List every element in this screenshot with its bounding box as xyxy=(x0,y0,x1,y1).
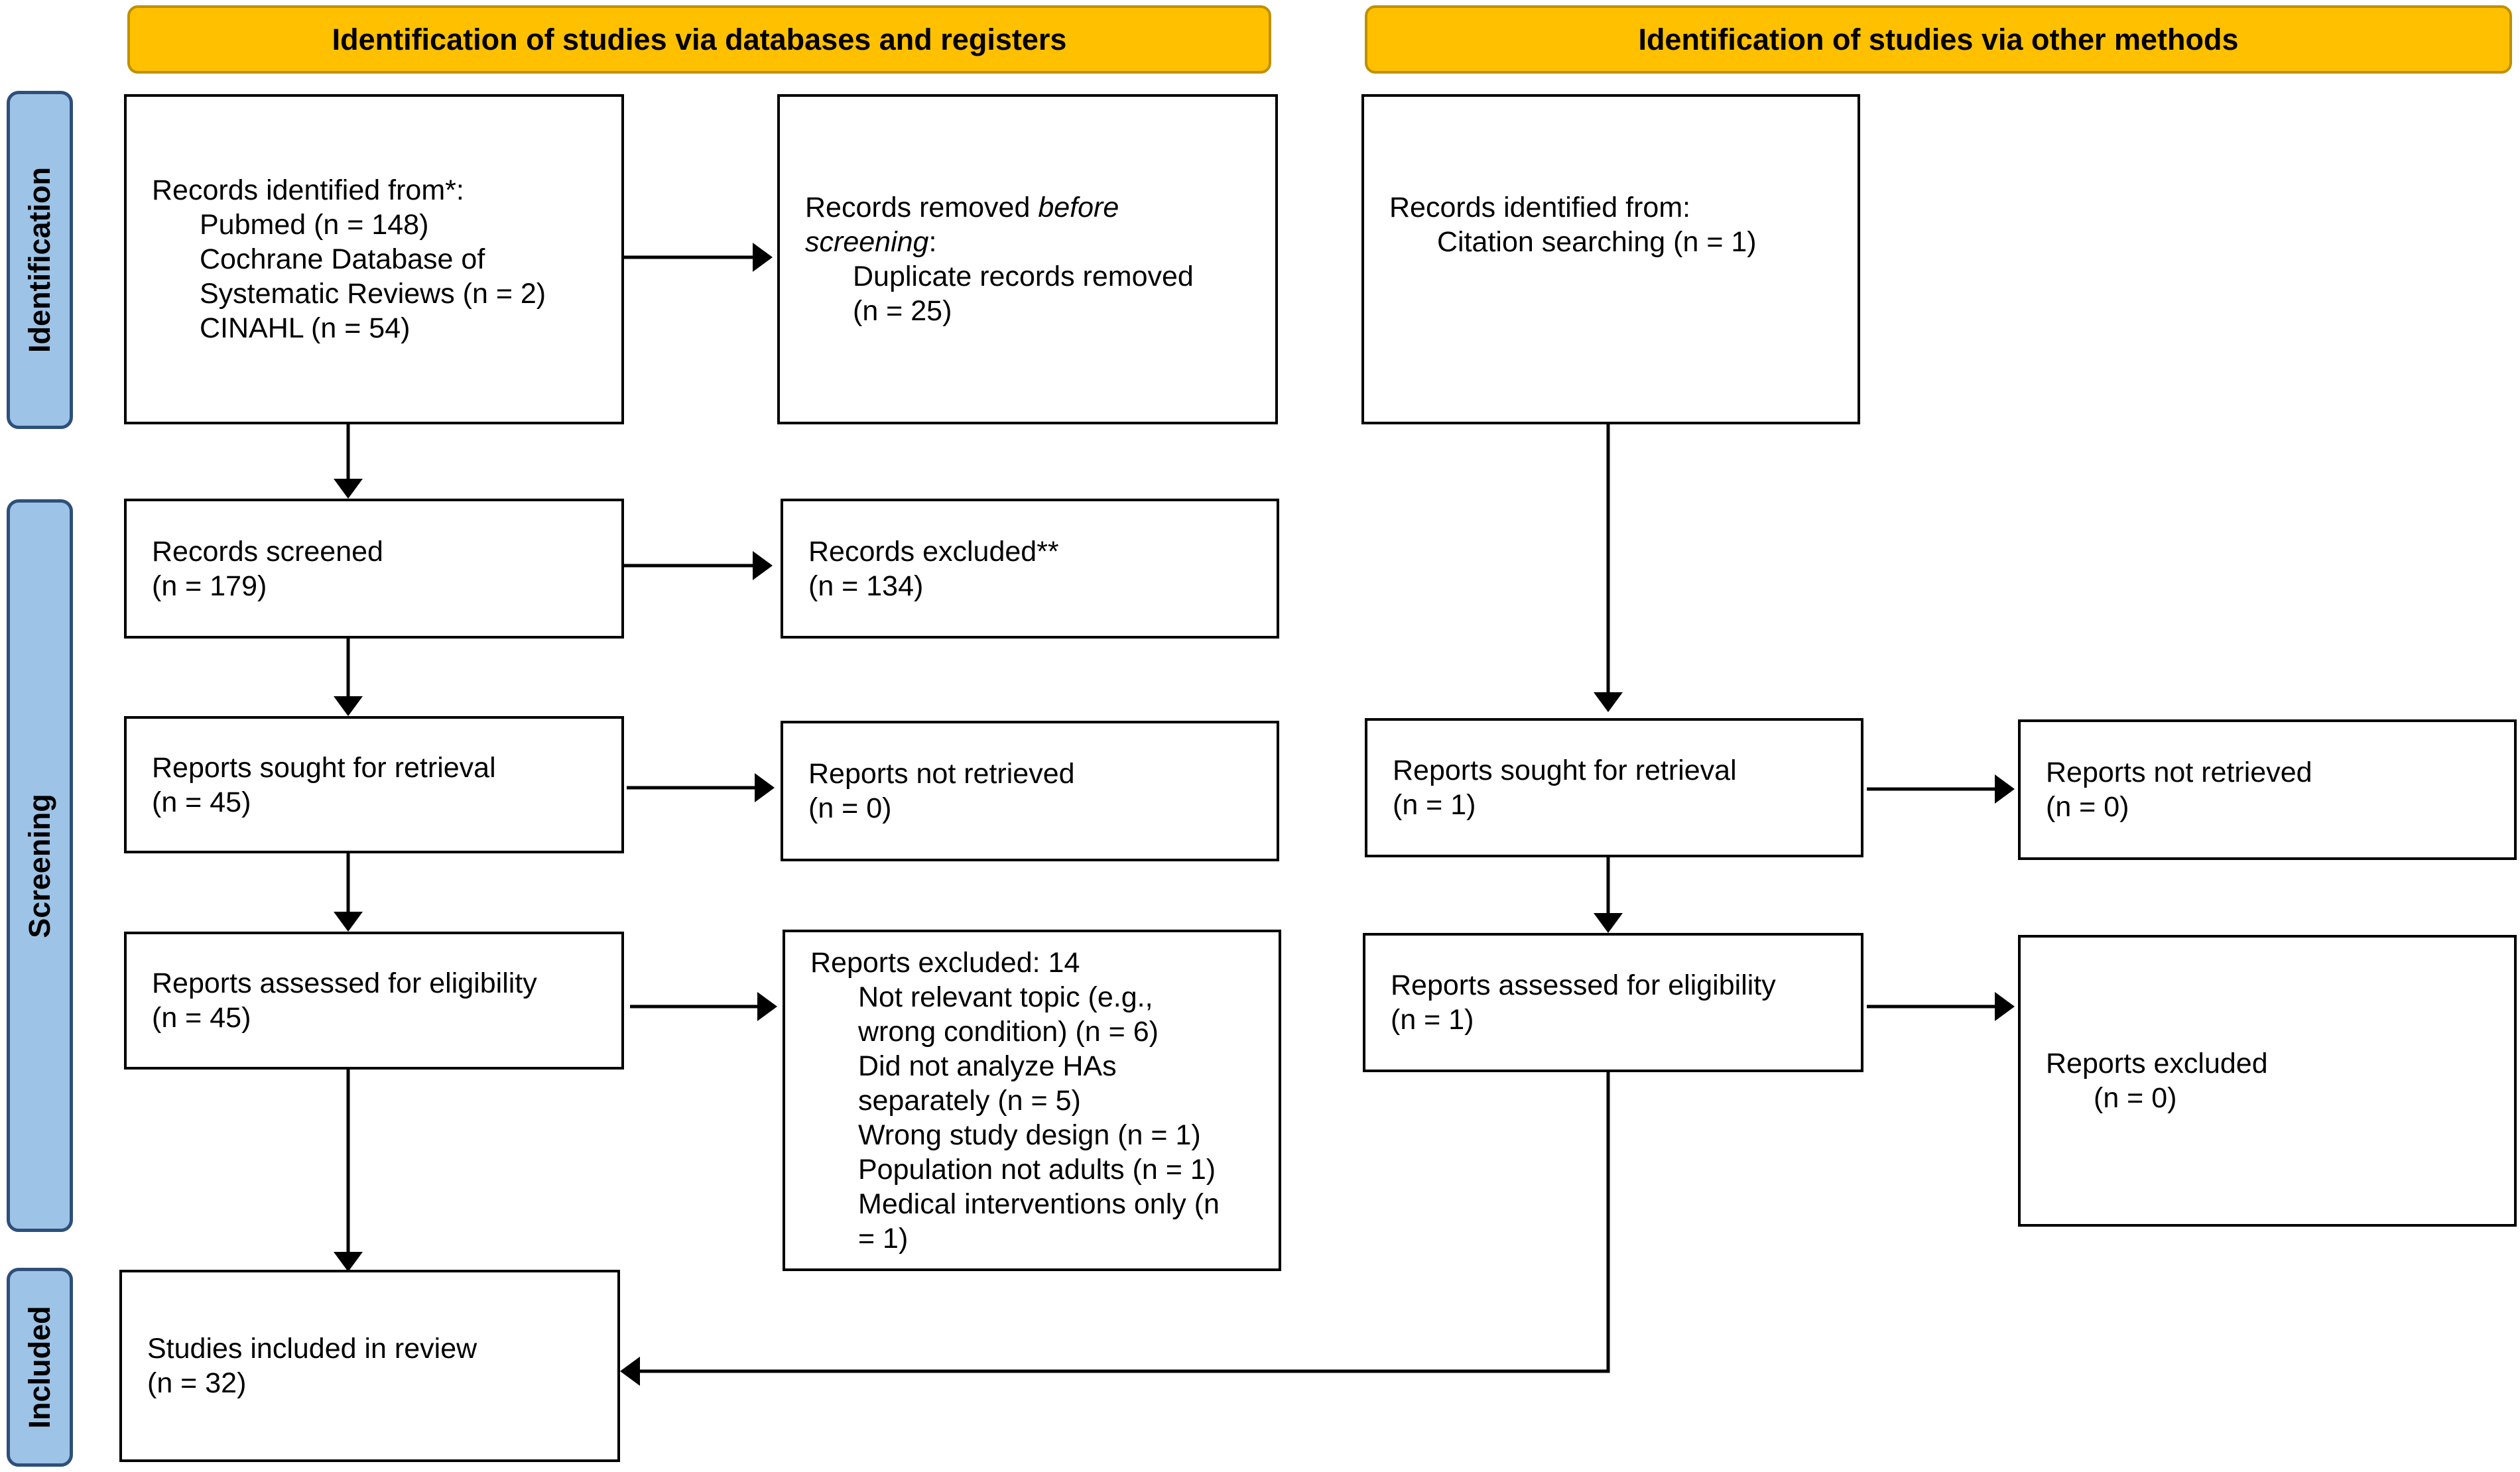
reports-assessed-count: (n = 45) xyxy=(152,1002,251,1034)
phase-included: Included xyxy=(7,1268,73,1467)
reports-excluded-line-1: Not relevant topic (e.g., xyxy=(858,981,1153,1013)
arrow-other-assessed-to-included xyxy=(638,1071,1610,1373)
reports-excluded-box: Reports excluded: 14 Not relevant topic … xyxy=(783,930,1281,1271)
arrowhead-12 xyxy=(1995,992,2015,1021)
other-records-identified-line: Citation searching (n = 1) xyxy=(1437,226,1757,258)
other-reports-not-retrieved-box: Reports not retrieved (n = 0) xyxy=(2018,719,2517,860)
records-screened-box: Records screened (n = 179) xyxy=(124,499,624,639)
arrowhead-3 xyxy=(334,912,363,932)
other-reports-assessed-title: Reports assessed for eligibility xyxy=(1391,969,1776,1001)
records-identified-line-3: Systematic Reviews (n = 2) xyxy=(200,278,546,310)
other-reports-sought-title: Reports sought for retrieval xyxy=(1393,755,1737,786)
other-reports-not-retrieved-title: Reports not retrieved xyxy=(2046,757,2312,788)
records-screened-title: Records screened xyxy=(152,535,383,568)
arrowhead-7 xyxy=(755,773,775,802)
records-removed-title-colon: : xyxy=(928,226,937,258)
records-removed-title-italic: before xyxy=(1038,192,1119,223)
other-reports-sought-box: Reports sought for retrieval (n = 1) xyxy=(1365,718,1863,857)
other-reports-assessed-box: Reports assessed for eligibility (n = 1) xyxy=(1363,933,1863,1072)
other-reports-assessed-count: (n = 1) xyxy=(1391,1004,1474,1036)
reports-excluded-line-2: wrong condition) (n = 6) xyxy=(858,1015,1159,1048)
reports-excluded-line-8: = 1) xyxy=(858,1222,909,1255)
other-records-identified-spacer xyxy=(1389,259,1832,328)
reports-assessed-box: Reports assessed for eligibility (n = 45… xyxy=(124,932,624,1070)
reports-sought-title: Reports sought for retrieval xyxy=(152,751,496,784)
phase-screening: Screening xyxy=(7,499,73,1232)
records-removed-line-1: Duplicate records removed xyxy=(853,261,1194,292)
reports-assessed-title: Reports assessed for eligibility xyxy=(152,967,537,999)
arrowhead-10 xyxy=(1594,913,1623,933)
reports-not-retrieved-box: Reports not retrieved (n = 0) xyxy=(781,721,1279,861)
reports-excluded-title: Reports excluded: 14 xyxy=(810,946,1080,979)
records-excluded-box: Records excluded** (n = 134) xyxy=(781,499,1279,639)
records-removed-box: Records removed before screening: Duplic… xyxy=(777,94,1278,424)
records-identified-line-4: CINAHL (n = 54) xyxy=(200,312,410,344)
arrowhead-11 xyxy=(1995,774,2015,804)
reports-sought-box: Reports sought for retrieval (n = 45) xyxy=(124,716,624,853)
records-removed-line-2: (n = 25) xyxy=(853,295,952,327)
records-excluded-title: Records excluded** xyxy=(808,535,1059,568)
reports-excluded-line-7: Medical interventions only (n xyxy=(858,1188,1220,1220)
arrowhead-2 xyxy=(334,696,363,716)
arrowhead-13 xyxy=(620,1357,640,1386)
records-removed-title-plain: Records removed xyxy=(805,192,1039,223)
phase-identification-label: Identification xyxy=(23,167,56,353)
other-records-identified-title: Records identified from: xyxy=(1389,192,1691,223)
arrowhead-6 xyxy=(753,551,773,580)
phase-identification: Identification xyxy=(7,91,73,429)
records-screened-count: (n = 179) xyxy=(152,570,267,602)
header-databases-label: Identification of studies via databases … xyxy=(332,22,1067,56)
phase-included-label: Included xyxy=(23,1306,56,1429)
other-records-identified-box: Records identified from: Citation search… xyxy=(1361,94,1860,424)
header-other-label: Identification of studies via other meth… xyxy=(1638,22,2239,56)
reports-excluded-line-3: Did not analyze HAs xyxy=(858,1050,1117,1082)
reports-not-retrieved-count: (n = 0) xyxy=(808,792,892,824)
other-reports-excluded-box: Reports excluded (n = 0) xyxy=(2018,935,2517,1227)
other-reports-sought-count: (n = 1) xyxy=(1393,789,1476,821)
studies-included-box: Studies included in review (n = 32) xyxy=(119,1270,620,1462)
reports-sought-count: (n = 45) xyxy=(152,786,251,818)
studies-included-count: (n = 32) xyxy=(147,1367,247,1399)
reports-not-retrieved-title: Reports not retrieved xyxy=(808,758,1075,790)
records-removed-title-italic2: screening xyxy=(805,226,929,258)
header-databases: Identification of studies via databases … xyxy=(127,5,1271,74)
records-identified-line-1: Pubmed (n = 148) xyxy=(200,209,429,241)
phase-screening-label: Screening xyxy=(23,793,56,938)
records-identified-title: Records identified from*: xyxy=(152,174,464,206)
other-reports-excluded-count: (n = 0) xyxy=(2094,1082,2177,1114)
records-identified-line-2: Cochrane Database of xyxy=(200,243,485,275)
records-excluded-count: (n = 134) xyxy=(808,570,924,602)
records-identified-box: Records identified from*: Pubmed (n = 14… xyxy=(124,94,624,424)
records-removed-title-line2: screening: xyxy=(805,225,1250,259)
arrowhead-4 xyxy=(334,1252,363,1272)
reports-excluded-line-5: Wrong study design (n = 1) xyxy=(858,1119,1201,1151)
studies-included-title: Studies included in review xyxy=(147,1333,477,1365)
reports-excluded-line-6: Population not adults (n = 1) xyxy=(858,1153,1216,1186)
other-reports-excluded-title: Reports excluded xyxy=(2046,1048,2268,1079)
arrowhead-1 xyxy=(334,479,363,499)
records-removed-title-line1: Records removed before xyxy=(805,190,1250,225)
other-reports-not-retrieved-count: (n = 0) xyxy=(2046,791,2129,823)
reports-excluded-line-4: separately (n = 5) xyxy=(858,1084,1081,1117)
header-other-methods: Identification of studies via other meth… xyxy=(1365,5,2512,74)
arrowhead-9 xyxy=(1594,692,1623,712)
arrowhead-8 xyxy=(757,992,777,1021)
arrowhead-5 xyxy=(753,243,773,272)
